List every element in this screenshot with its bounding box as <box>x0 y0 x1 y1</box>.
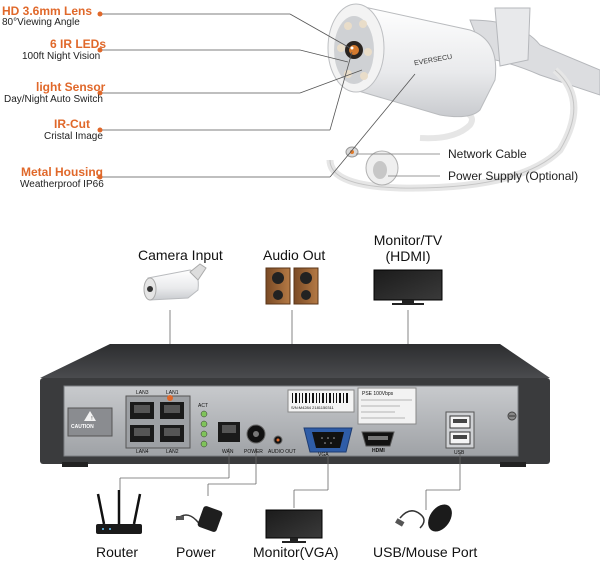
feature-housing-title: Metal Housing <box>21 165 104 179</box>
usb-port-label: USB <box>454 450 465 456</box>
speakers-icon <box>265 267 319 305</box>
feature-housing-subtitle: Weatherproof IP66 <box>20 179 104 190</box>
bullet-camera-illustration <box>326 3 600 192</box>
power-supply-label: Power Supply (Optional) <box>448 169 579 183</box>
lan2-label: LAN2 <box>166 449 179 455</box>
nvr-recorder: ! <box>40 344 550 467</box>
power-adapter-icon <box>175 506 223 532</box>
router-label: Router <box>96 544 139 560</box>
caution-label: CAUTION <box>71 424 94 430</box>
cable-callout-lines <box>356 153 440 177</box>
lan4-label: LAN4 <box>136 449 149 455</box>
hdmi-port-label: HDMI <box>372 448 385 454</box>
monitor-tv-label: Monitor/TV <box>373 232 443 248</box>
feature-pointer-lines <box>100 13 416 178</box>
mouse-icon <box>395 504 452 532</box>
camera-input-label: Camera Input <box>138 247 223 263</box>
usb-mouse-label: USB/Mouse Port <box>373 544 478 560</box>
monitor-tv-hdmi-label: (HDMI) <box>385 248 431 264</box>
feature-ircut-title: IR-Cut <box>54 117 90 131</box>
audio-out-port-label: AUDIO OUT <box>268 449 296 455</box>
feature-ircut-subtitle: Cristal Image <box>44 131 103 142</box>
network-cable-label: Network Cable <box>448 147 527 161</box>
power-label: Power <box>176 544 216 560</box>
lan1-label: LAN1 <box>166 390 179 396</box>
serial-number-label: S/N:M4284 2181150311 <box>291 405 334 410</box>
feature-ir-title: 6 IR LEDs <box>50 37 107 51</box>
feature-lens-subtitle: 80°Viewing Angle <box>2 17 80 28</box>
act-label: ACT <box>198 403 208 409</box>
bottom-connection-lines <box>119 448 461 510</box>
feature-lens-title: HD 3.6mm Lens <box>2 4 93 18</box>
wan-label: WAN <box>222 449 234 455</box>
vga-port-label: VGA <box>318 452 329 458</box>
router-icon <box>96 490 142 534</box>
monitor-vga-label: Monitor(VGA) <box>253 544 339 560</box>
feature-sensor-title: light Sensor <box>36 80 106 94</box>
pse-spec-label: PSE 100Vbps <box>362 391 394 397</box>
monitor-vga-icon <box>265 509 323 543</box>
feature-ir-subtitle: 100ft Night Vision <box>22 51 101 62</box>
lan3-label: LAN3 <box>136 390 149 396</box>
power-port-label: POWER <box>244 449 263 455</box>
feature-sensor-subtitle: Day/Night Auto Switch <box>4 94 103 105</box>
svg-text:!: ! <box>91 416 92 422</box>
mini-camera-icon <box>143 263 207 301</box>
monitor-tv-icon <box>373 269 443 305</box>
feature-dots <box>97 11 103 180</box>
audio-out-label: Audio Out <box>263 247 326 263</box>
